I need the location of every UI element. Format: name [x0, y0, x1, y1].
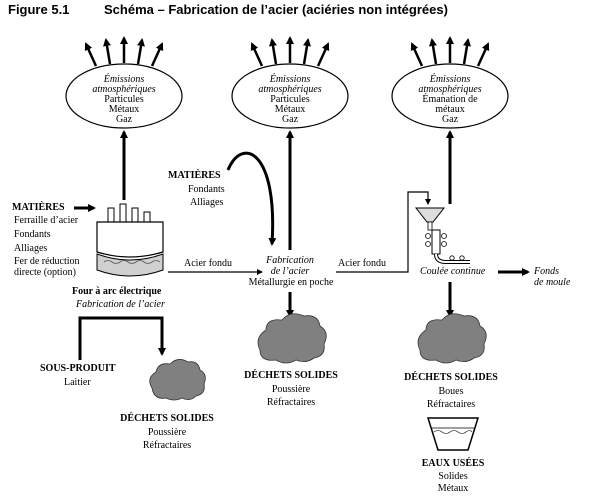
eaf-waste-1: Poussière [147, 427, 187, 438]
waste-pile-icon-3 [417, 313, 487, 364]
cloud-2-line-1: Particules [270, 94, 310, 105]
cloud-1-line-1: Particules [104, 94, 144, 105]
electric-arc-furnace-icon [96, 203, 164, 277]
cloud-2-line-3: Gaz [281, 114, 299, 125]
cloud-2-heading: Émissions atmosphériques [258, 74, 322, 95]
emissions-cloud-2 [231, 36, 349, 129]
figure-title: Schéma – Fabrication de l’acier (aciérie… [104, 2, 448, 17]
eaf-input-2: Fondants [14, 229, 51, 240]
waste-water-container-icon [426, 417, 480, 451]
continuous-caster-icon [414, 207, 470, 264]
eaf-name: Four à arc électrique [72, 286, 162, 297]
waste-water-2: Métaux [437, 483, 469, 494]
waste-water-title: EAUX USÉES [421, 458, 485, 469]
eaf-waste-2: Réfractaires [142, 440, 192, 451]
waste-pile-icon-2 [257, 313, 327, 364]
caster-name: Coulée continue [420, 266, 486, 277]
emissions-cloud-2-text: Émissions atmosphériques Particules Méta… [235, 75, 345, 125]
ladle-waste-title: DÉCHETS SOLIDES [244, 370, 338, 381]
ladle-input-1: Fondants [188, 184, 225, 195]
ladle-process-line-1: Fabrication [266, 255, 314, 266]
eaf-inputs-title: MATIÈRES [12, 202, 65, 213]
molten-steel-label-2: Acier fondu [338, 258, 387, 269]
cloud-3-heading: Émissions atmosphériques [418, 74, 482, 95]
mould-scale-line-2: de moule [534, 277, 571, 288]
ladle-inputs-title: MATIÈRES [168, 170, 221, 181]
cloud-1-line-3: Gaz [115, 114, 133, 125]
mould-scale-line-1: Fonds [534, 266, 559, 277]
cloud-3-line-2: métaux [435, 104, 465, 115]
caster-waste-2: Réfractaires [426, 399, 476, 410]
ladle-waste-1: Poussière [271, 384, 311, 395]
molten-steel-label-1: Acier fondu [184, 258, 233, 269]
cloud-3-line-3: Gaz [441, 114, 459, 125]
waste-water-1: Solides [438, 471, 468, 482]
eaf-waste-title: DÉCHETS SOLIDES [120, 413, 214, 424]
ladle-input-2: Alliages [190, 197, 224, 208]
eaf-input-1: Ferraille d’acier [14, 215, 79, 226]
emissions-cloud-1 [65, 36, 183, 129]
ladle-process-line-2: de l’acier [270, 266, 310, 277]
eaf-process: Fabrication de l’acier [76, 299, 165, 310]
caster-waste-1: Boues [438, 386, 464, 397]
emissions-cloud-3 [391, 36, 509, 129]
cloud-1-line-2: Métaux [108, 104, 140, 115]
byproduct-slag: Laitier [64, 377, 91, 388]
molten-steel-arrow-2 [336, 191, 431, 273]
byproduct-title: SOUS-PRODUIT [40, 363, 116, 374]
emissions-cloud-3-text: Émissions atmosphériques Émanation de mé… [395, 75, 505, 125]
caster-waste-title: DÉCHETS SOLIDES [404, 372, 498, 383]
ladle-name: Métallurgie en poche [248, 277, 334, 288]
cloud-3-line-1: Émanation de [422, 94, 478, 105]
ladle-inputs-arrow [226, 151, 277, 246]
furnace-outputs-arrow [78, 316, 166, 360]
cloud-1-heading: Émissions atmosphériques [92, 74, 156, 95]
eaf-input-4: Fer de réduction [14, 256, 80, 267]
waste-pile-icon-1 [149, 359, 206, 401]
emissions-cloud-1-text: Émissions atmosphériques Particules Méta… [69, 75, 179, 125]
figure-number: Figure 5.1 [8, 2, 70, 17]
cloud-2-line-2: Métaux [274, 104, 306, 115]
eaf-input-3: Alliages [14, 243, 48, 254]
ladle-waste-2: Réfractaires [266, 397, 316, 408]
eaf-input-5: directe (option) [14, 267, 76, 278]
